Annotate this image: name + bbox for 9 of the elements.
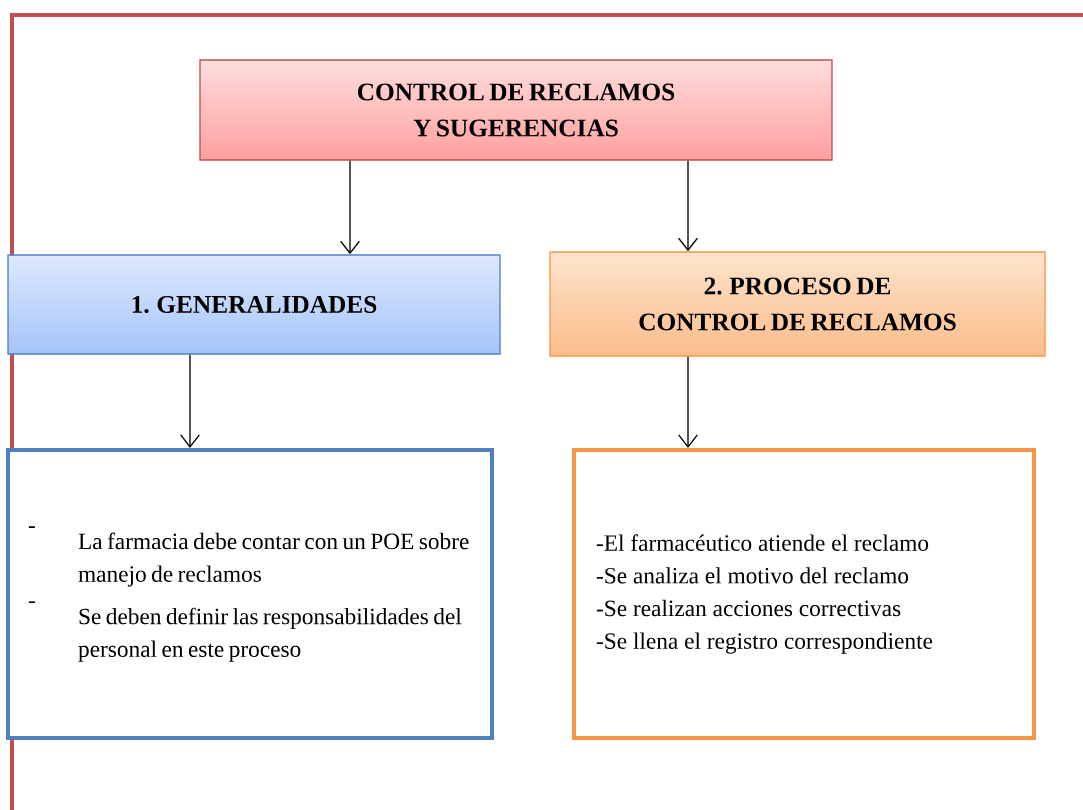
arrow (340, 160, 360, 255)
heading-box: CONTROL DE RECLAMOS Y SUGERENCIAS (199, 59, 833, 161)
arrow (678, 160, 698, 252)
text-box: - La farmacia debe contar con un POE sobre manejo de reclamos - Se deben definir las responsabilidades del personal en este proceso (6, 448, 494, 740)
heading-box: 2. PROCESO DE CONTROL DE RECLAMOS (549, 251, 1046, 357)
text-box: -El farmacéutico atiende el reclamo -Se analiza el motivo del reclamo -Se realizan acciones correctivas -Se llena el registro correspondiente (572, 448, 1036, 740)
heading-box: 1. GENERALIDADES (7, 254, 501, 355)
arrow (678, 356, 698, 448)
arrow (180, 354, 200, 448)
